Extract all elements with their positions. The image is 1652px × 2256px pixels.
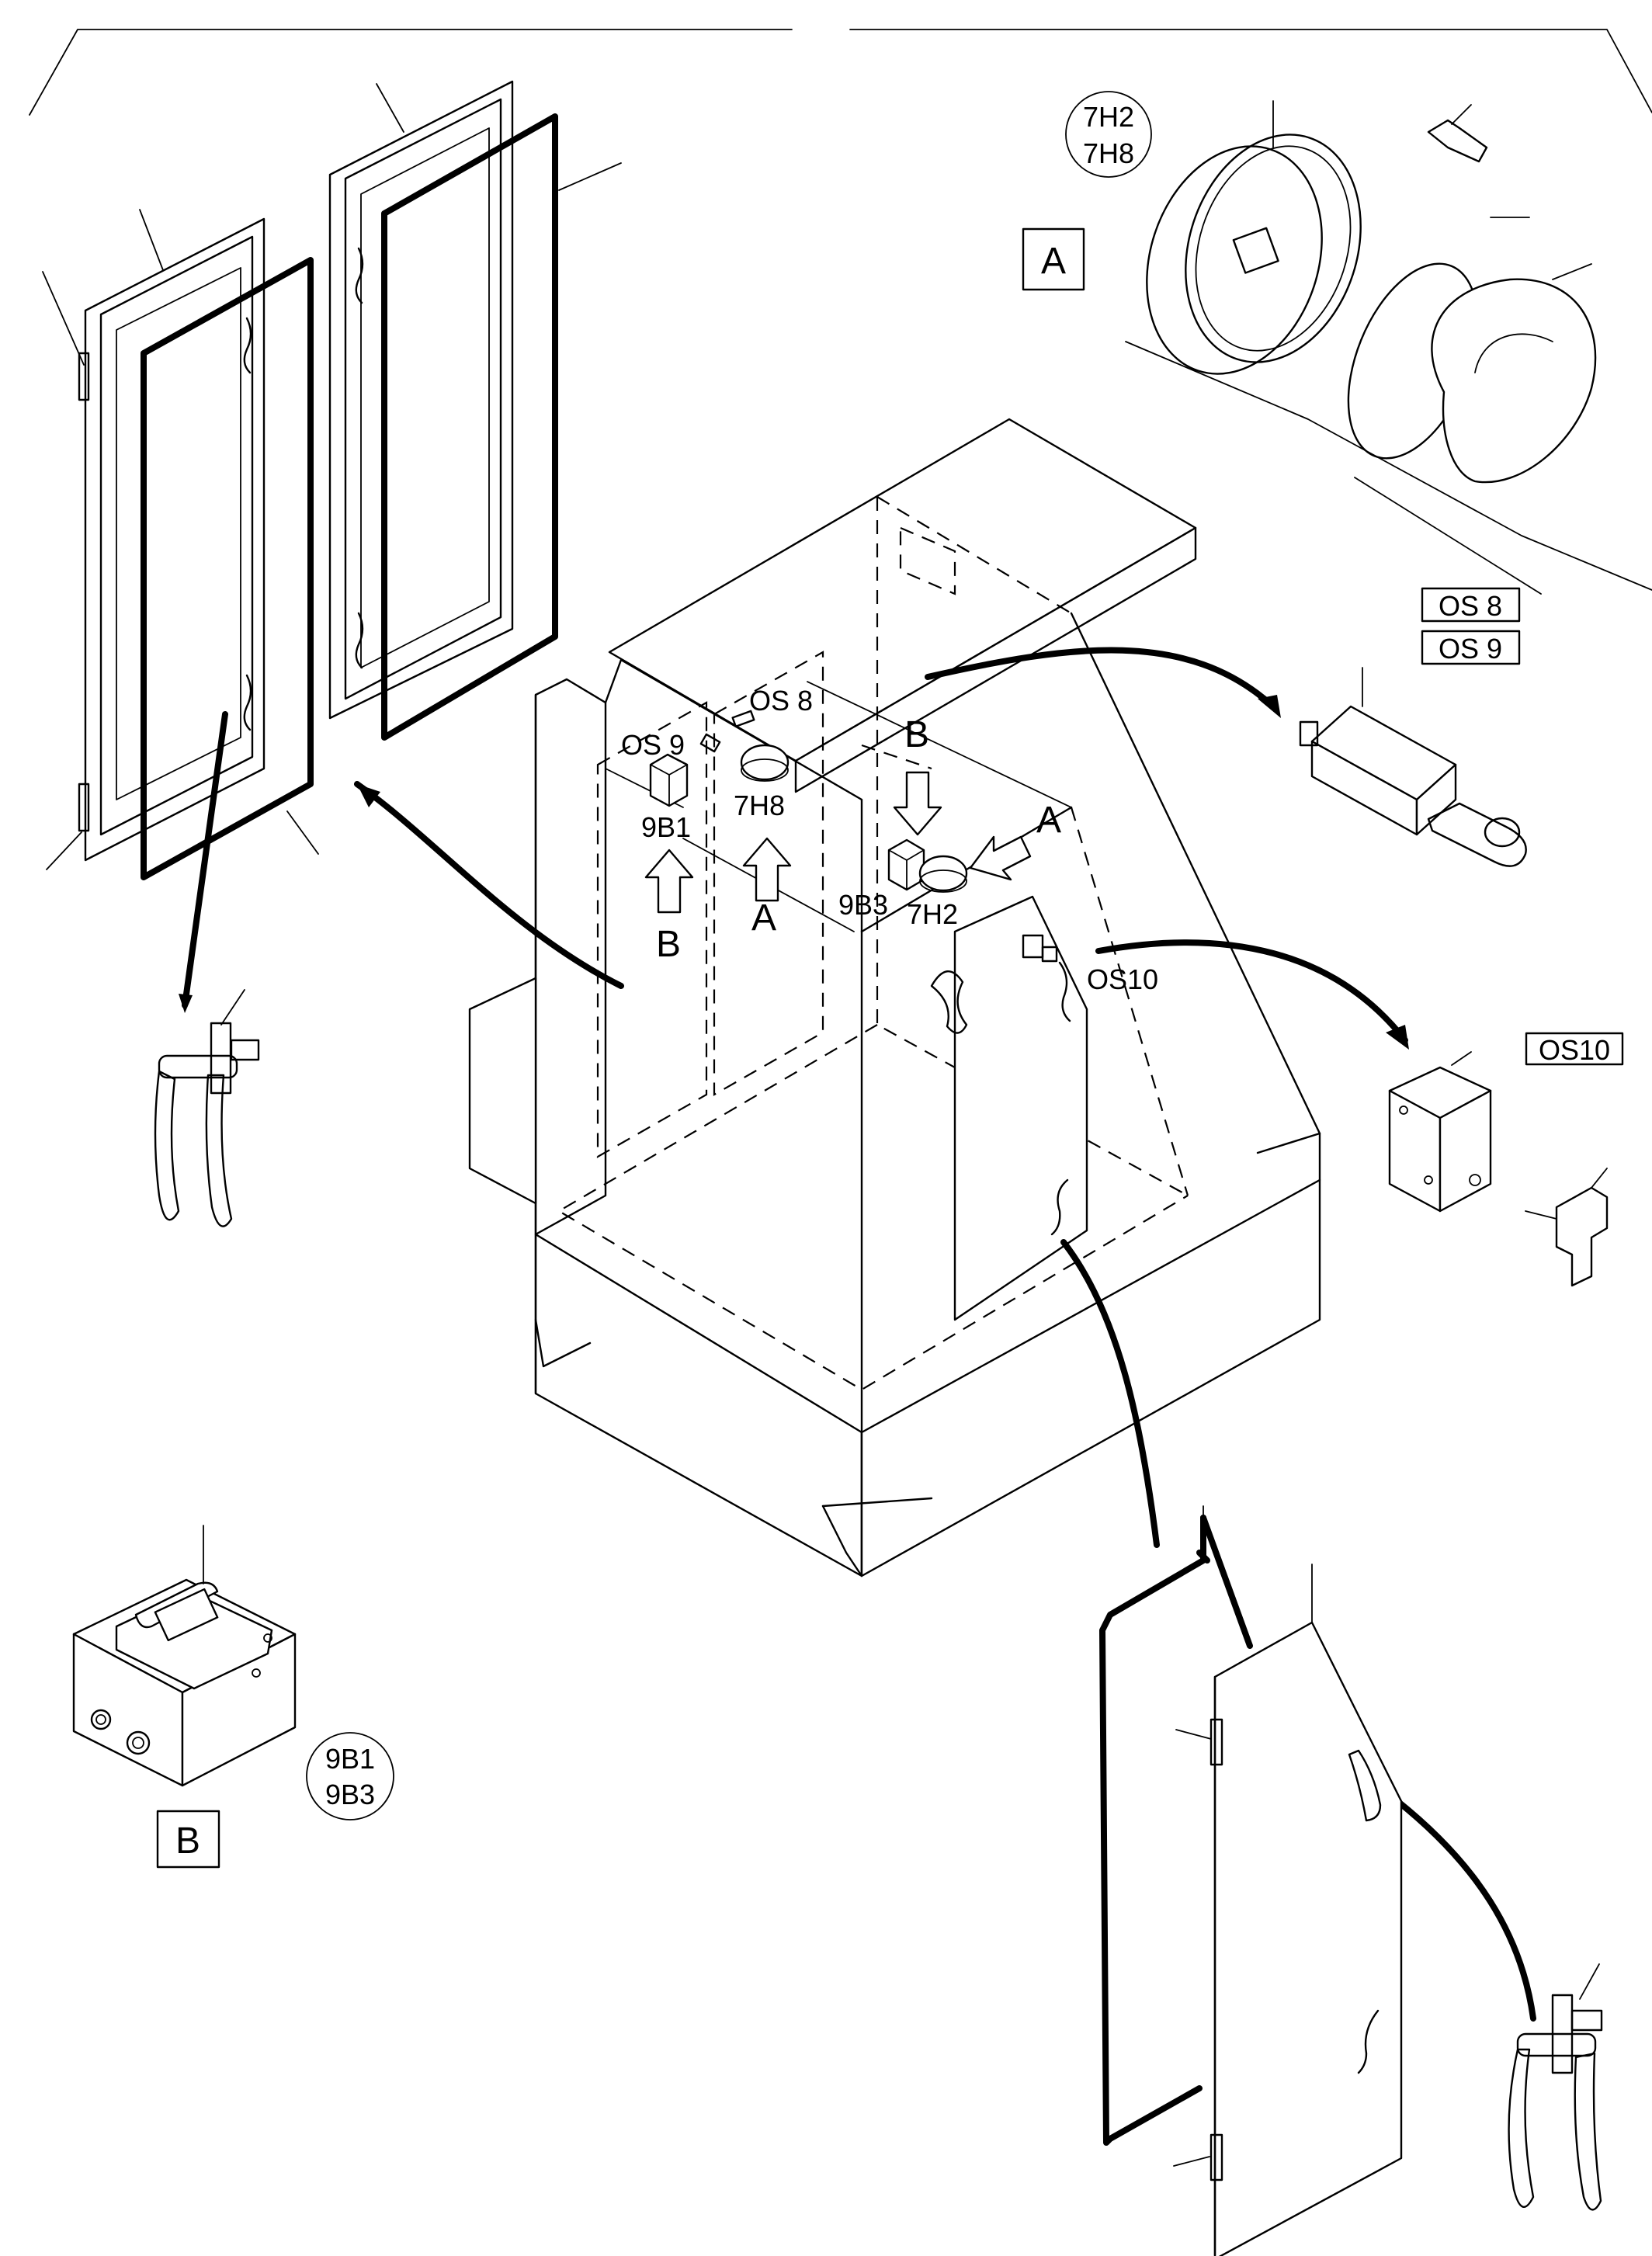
label-os8: OS 8 [749, 685, 813, 717]
left-door-handle [154, 711, 260, 1227]
label-os9: OS 9 [621, 729, 685, 761]
up-arrow-a [742, 837, 792, 902]
label-a-right: A [1036, 800, 1061, 841]
component-labels: OS 8 OS 9 B A 9B1 7H8 B A 9B3 7H2 OS10 [621, 685, 1158, 995]
lamp-callout-line1: 7H2 [1083, 101, 1134, 133]
mounted-right-door [930, 895, 1088, 1321]
label-b-top: B [904, 714, 929, 755]
os8-box [1421, 587, 1521, 623]
label-7h8: 7H8 [734, 790, 785, 821]
detail-a-box [1022, 227, 1085, 291]
bottom-right-door-assembly [1099, 1505, 1403, 2256]
rotary-switch-detail: 9B1 9B3 B [72, 1525, 394, 1869]
lamp-detail: 7H2 7H8 A [1022, 91, 1597, 484]
down-arrow-b [893, 771, 942, 836]
cabinet-body [468, 418, 1321, 1577]
svg-text:OS10: OS10 [1539, 1034, 1610, 1066]
detail-b-box [156, 1810, 220, 1869]
second-door-assembly [328, 80, 622, 741]
svg-text:B: B [175, 1820, 200, 1862]
os9-box [1421, 630, 1521, 665]
direction-arrows [644, 771, 1032, 914]
left-arrow-a [969, 835, 1032, 881]
svg-text:OS 8: OS 8 [1439, 590, 1502, 622]
frame-lines [29, 29, 1652, 595]
switch-callout-line1: 9B1 [325, 1743, 375, 1775]
inside-components [649, 710, 968, 893]
label-7h2: 7H2 [907, 898, 958, 930]
os10-box [1525, 1032, 1624, 1066]
switch-callout-line2: 9B3 [325, 1779, 375, 1810]
label-a-left: A [751, 897, 776, 939]
os10-detail: OS10 [1388, 1032, 1624, 1287]
label-os10: OS10 [1087, 963, 1158, 995]
label-9b1: 9B1 [641, 811, 691, 843]
left-door-assembly [42, 209, 319, 880]
label-9b3: 9B3 [838, 889, 888, 921]
svg-text:OS 9: OS 9 [1439, 633, 1502, 665]
label-b-left: B [656, 924, 681, 965]
svg-text:A: A [1041, 241, 1066, 282]
callout-connectors [354, 647, 1536, 2022]
up-arrow-b [644, 849, 694, 914]
lamp-callout-line2: 7H8 [1083, 137, 1134, 169]
right-door-handle [1508, 1963, 1603, 2211]
os8-os9-detail: OS 8 OS 9 [1299, 587, 1527, 867]
